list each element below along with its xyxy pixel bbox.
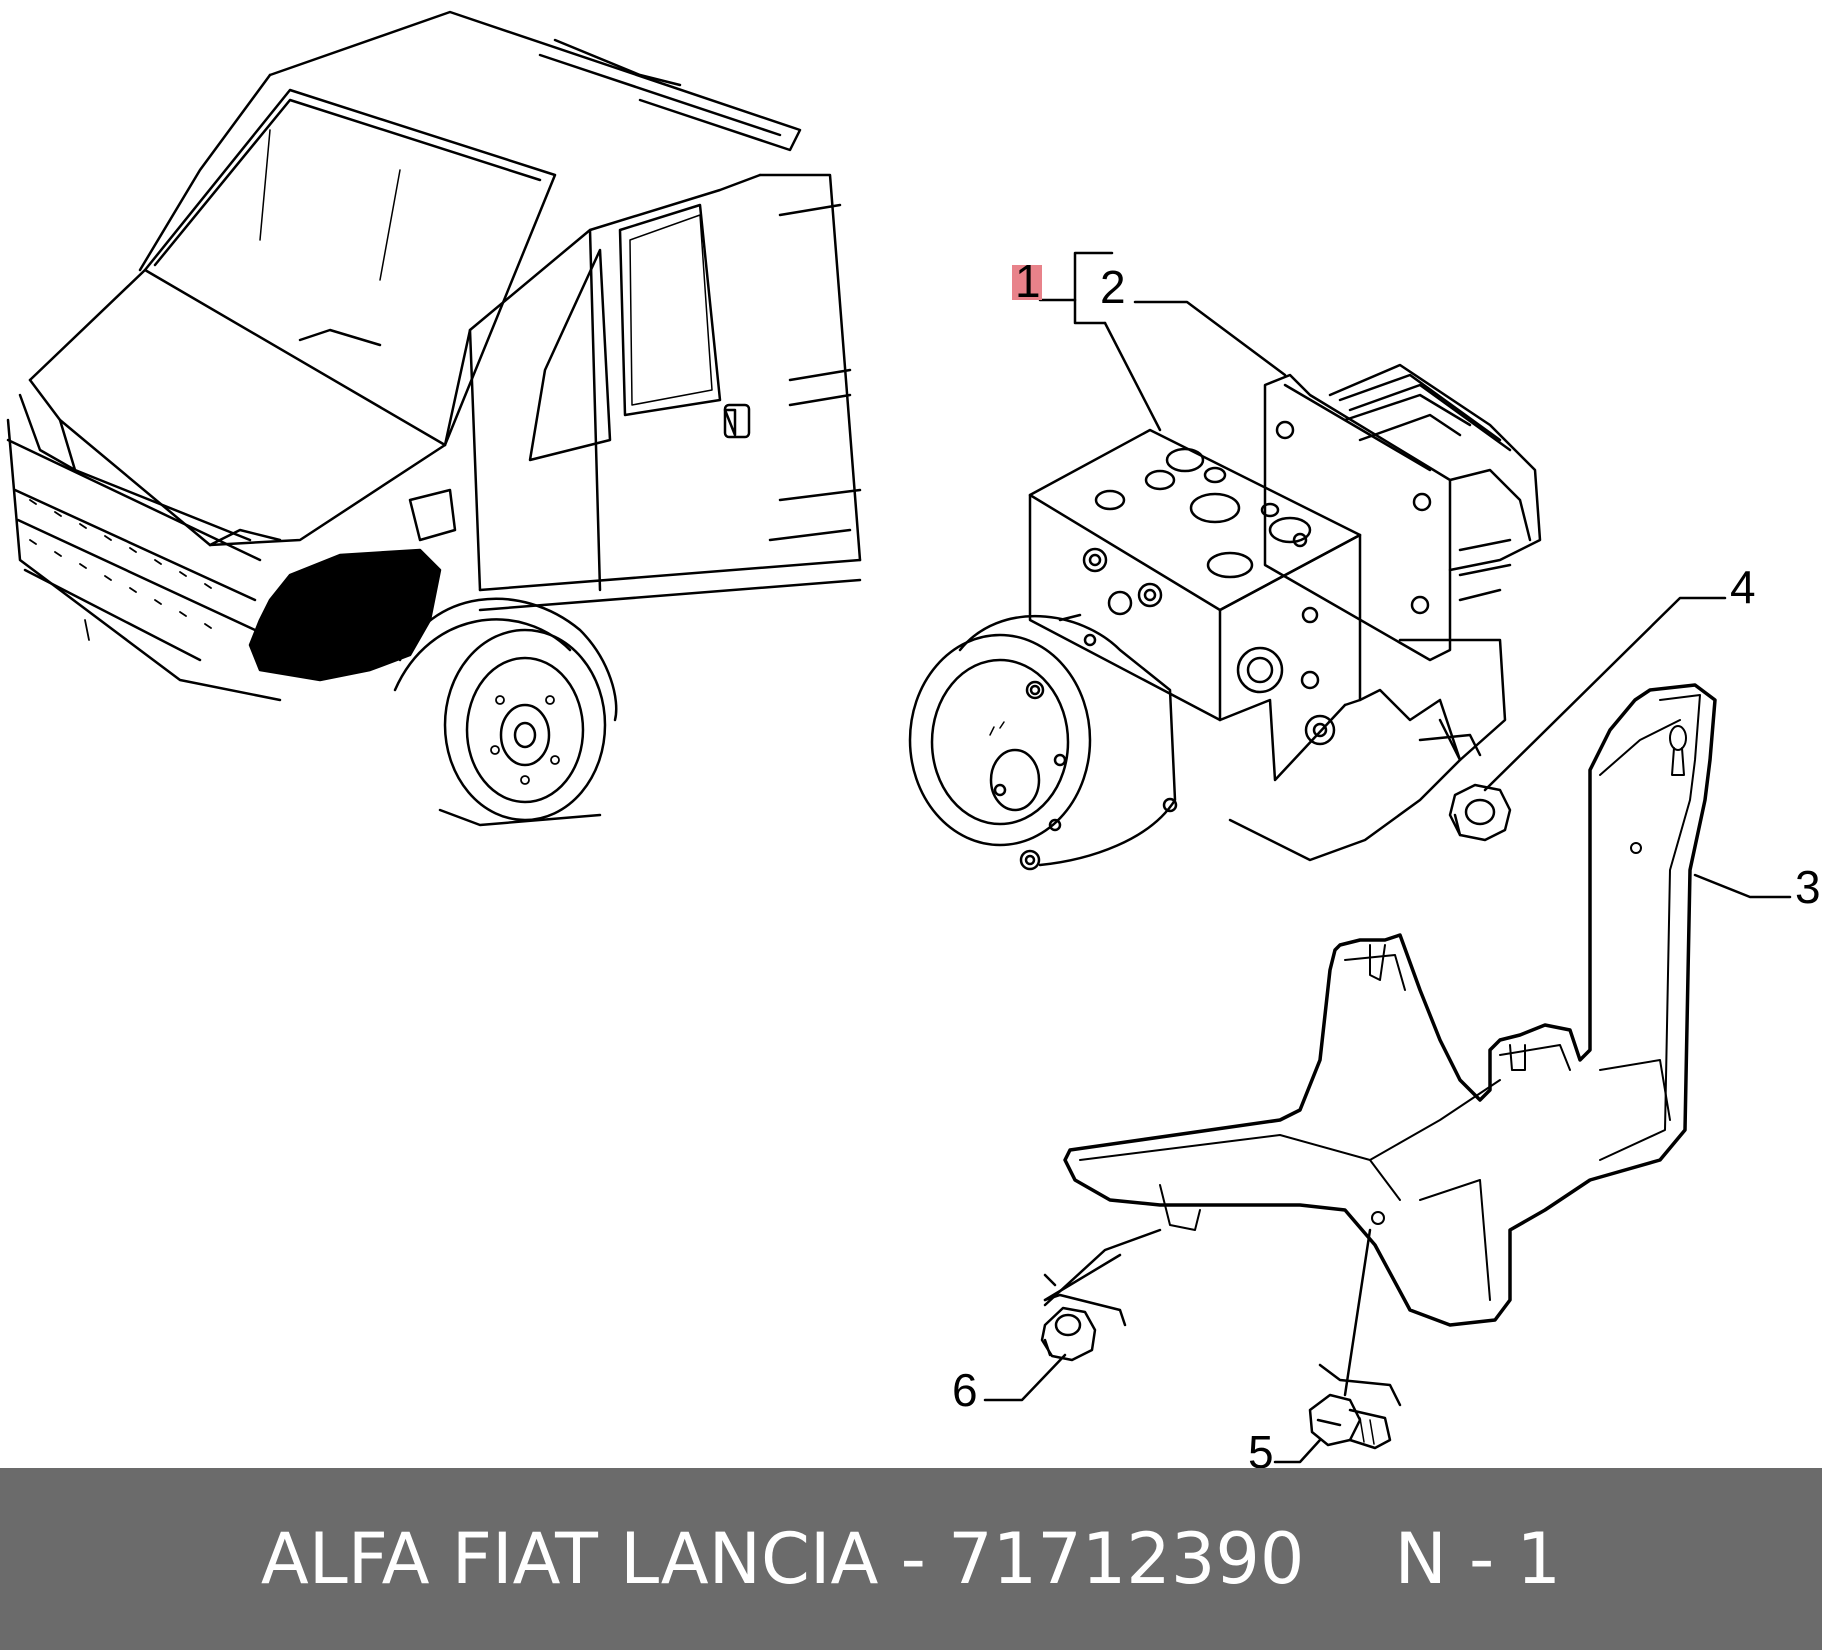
callout-4: 4 [1730,561,1756,613]
callout-6: 6 [952,1364,978,1416]
leader-lines [983,251,1792,1464]
callout-3: 3 [1795,861,1821,913]
footer-banner: ALFA FIAT LANCIA - 71712390 N - 1 [0,1468,1822,1650]
footer-brand-part: ALFA FIAT LANCIA - 71712390 [260,1518,1305,1600]
callout-1: 1 [1015,255,1041,307]
callout-1-highlight [1012,265,1042,300]
van-illustration [6,10,862,827]
callout-5: 5 [1248,1426,1274,1468]
callout-2: 2 [1100,261,1126,313]
nut-item-6 [1040,1306,1097,1362]
abs-location-marker [248,548,442,682]
abs-modulator-unit [908,363,1542,871]
bracket-item-3 [1063,683,1717,1327]
nut-item-4 [1448,783,1512,842]
bolt-item-5 [1308,1393,1392,1450]
parts-diagram: 1 2 3 4 5 6 [6,10,1821,1468]
footer-reference: N - 1 [1394,1518,1562,1600]
